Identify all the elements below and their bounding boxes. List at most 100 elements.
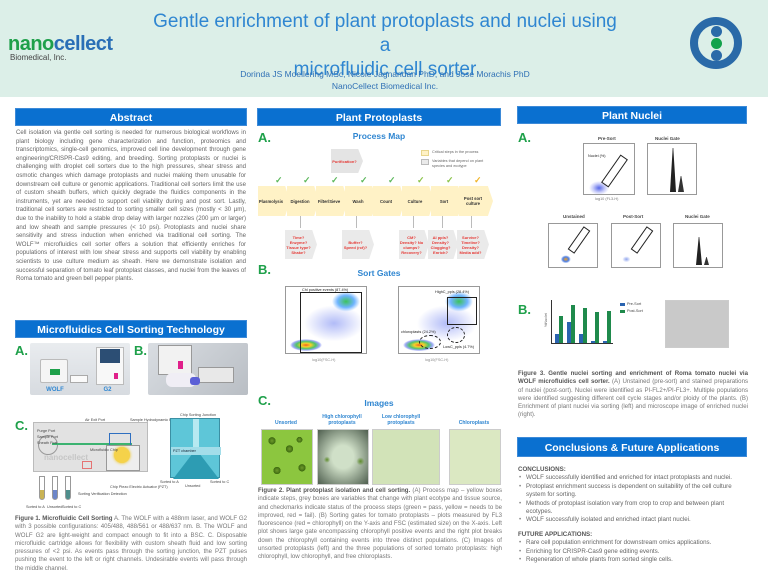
wolf-instruments-photo: WOLF G2 [30,343,130,395]
junction-sorted-a: Sorted to A [160,480,179,484]
logo-text-nano: nano [8,33,54,55]
nuclei-histogram-1 [647,143,697,195]
variables-sort: Δl ppls? Density? Clogging? Enrich? [428,230,458,259]
air-exit-label: Air Exit Port [85,418,106,422]
variables-culture: CM? Density? No clumps? Recovery? [399,230,429,259]
sample-hydro-label: Sample Hydrodynamic Focusing [130,418,185,422]
legend-post-sort: Post-Sort [627,309,643,313]
image-label-high: High chlorophyll protoplasts [322,414,362,426]
nuclei-plot-pre-sort: Nuclei (%) [583,143,635,195]
check-icon: ✓ [331,175,339,185]
title-line-1: Gentle enrichment of plant protoplasts a… [153,11,617,56]
chip-sorting-junction: PZT chamber [170,418,221,479]
g2-label: G2 [103,387,112,393]
junction-sorted-c: Sorted to C [210,480,230,484]
step-count: Count [373,186,405,216]
gate-nuclei-label: Nuclei (%) [588,154,606,158]
purge-port-label: Purge Port [37,429,56,433]
sort-verification-label: Sorting Verification Detection [78,492,127,496]
legend-variables: Variables that depend on plant species a… [432,159,484,168]
conclusions-title: CONCLUSIONS: [518,466,566,473]
cartridge-diagram: nanocellect Purge Port Sample Port Sheat… [33,422,148,472]
image-chloroplasts [449,429,501,485]
purification-box: Purification? [331,149,363,173]
image-low-chlorophyll [372,429,440,485]
plot-title-nuclei-gate: Nuclei Gate [655,136,680,141]
nuclei-plot-post-sort [611,223,661,268]
variables-digestion: Time? Enzyme? Tissue type? Shake? [285,230,317,259]
pzt-actuator-label: Chip Piezo Electric Actuator (PZT) [110,485,168,489]
process-map-title: Process Map [352,131,406,141]
figure-2-caption: Figure 2. Plant protoplast isolation and… [258,487,502,562]
check-icon: ✓ [360,175,368,185]
tech-label-c: C. [15,418,28,433]
figure-1-caption: Figure 1. Microfluidic Cell Sorting A. T… [15,515,247,573]
conclusions-body: CONCLUSIONS: WOLF successfully identifie… [518,464,748,565]
check-warning-icon: ✓ [474,175,482,185]
sort-gate-plot-left: Chl positive events (87.4%) [285,286,367,354]
nanocellect-logo: nanocellect Biomedical, Inc. [8,33,113,62]
nuclei-enrichment-bar-chart [551,300,613,344]
x-axis-right: log10(FSC-H) [425,358,449,362]
check-icon: ✓ [303,175,311,185]
check-icon: ✓ [446,175,454,185]
step-sort: Sort [431,186,463,216]
step-culture: Culture [402,186,434,216]
tube-sorted-c: Sorted to C [62,505,82,509]
image-label-unsorted: Unsorted [275,420,297,426]
plot-title-post-sort: Post-Sort [623,214,644,219]
nuclei-label-a: A. [518,130,531,145]
tube-sorted-a: Sorted to A [26,505,45,509]
logo-subtitle: Biomedical, Inc. [10,53,67,62]
x-axis-left: log10(FSC-H) [312,358,336,362]
poster-header: nanocellect Biomedical, Inc. Gentle enri… [0,0,768,97]
sort-gate-plot-right: HighC_ppls (28.4%) chloroplasts (24.2%) … [398,286,480,354]
variables-wash: Buffer? Speed (rcf)? [342,230,374,259]
conclusions-heading: Conclusions & Future Applications [517,437,747,457]
future-item: Rare cell population enrichment for down… [518,539,748,548]
figure-3-caption-title: Figure 3. Gentle nuclei sorting and enri… [518,370,748,386]
figure-1-caption-text: A. The WOLF with a 488nm laser, and WOLF… [15,515,248,572]
plot-title-nuclei-gate-2: Nuclei Gate [685,214,710,219]
microfluidic-chip-label: Microfluidic Chip [90,448,118,452]
left-column: Abstract Cell isolation via gentle cell … [15,100,247,338]
step-wash: Wash [345,186,377,216]
image-high-chlorophyll [317,429,369,485]
affiliation: NanoCellect Biomedical Inc. [331,81,439,91]
plot-title-unstained: Unstained [563,214,585,219]
image-label-chloroplasts: Chloroplasts [458,420,490,426]
future-title: FUTURE APPLICATIONS: [518,530,593,538]
figure-2-caption-title: Figure 2. Plant protoplast isolation and… [258,487,411,494]
cartridge-watermark: nanocellect [44,453,89,462]
bsc-photo [148,343,248,395]
future-item: Regeneration of whole plants from sorted… [518,556,748,565]
step-plasmolysis: Plasmolysis [258,186,290,216]
enriched-nuclei-microscope-image [665,300,729,348]
pzt-chamber-label: PZT chamber [173,449,196,453]
nanocellect-circle-logo-icon [690,17,742,69]
nuclei-plot-unstained [548,223,598,268]
bar-y-label: %Nuclei [543,313,548,327]
abstract-text: Cell isolation via gentle cell sorting i… [16,129,246,283]
nuclei-histogram-2 [673,223,723,268]
abstract-heading: Abstract [15,108,247,126]
legend-critical: Critical steps in the process [432,150,479,154]
protoplasts-label-a: A. [258,130,271,145]
figure-3-caption-text: (A) Unstained (pre-sort) and stained pre… [518,378,749,419]
step-post-sort-culture: Post sort culture [459,186,493,216]
images-title: Images [364,398,394,408]
nuclei-label-b: B. [518,302,531,317]
tech-label-b: B. [134,343,147,358]
authors: Dorinda JS Moellering MSc, Nicole Jagnan… [240,69,530,79]
wolf-label: WOLF [46,387,64,393]
title-line-2: microfluidic cell sorter [293,59,477,80]
junction-unsorted: Unsorted [185,484,201,488]
poster-title: Gentle enrichment of plant protoplasts a… [150,10,620,82]
protoplasts-label-b: B. [258,262,271,277]
protoplasts-label-c: C. [258,393,271,408]
conclusion-item: WOLF successfully identified and enriche… [518,474,748,483]
authors-block: Dorinda JS Moellering MSc, Nicole Jagnan… [150,68,620,92]
check-icon: ✓ [275,175,283,185]
tech-heading: Microfluidics Cell Sorting Technology [15,320,247,338]
variables-post-sort: Survive? Timeline? Density? Media add? [457,230,489,259]
